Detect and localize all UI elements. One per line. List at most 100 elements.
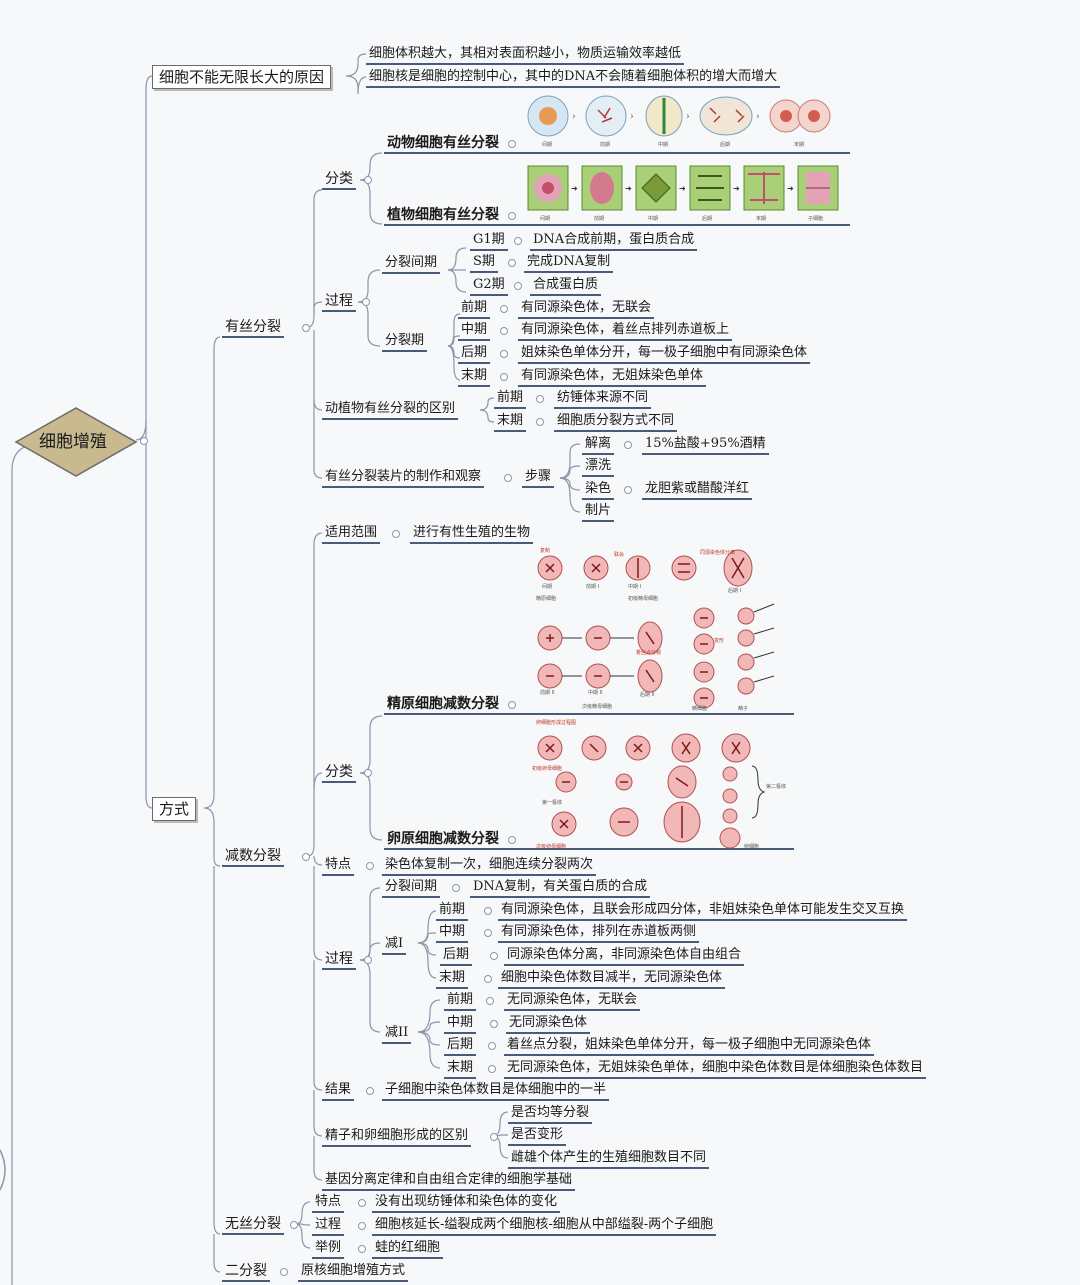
m2-phase-2-name: 中期: [444, 1014, 477, 1034]
amitosis-2-dot[interactable]: [358, 1222, 366, 1230]
g1-dot[interactable]: [514, 237, 522, 245]
egg-meiosis-dot[interactable]: [508, 836, 516, 844]
m2-phase-1-dot[interactable]: [486, 997, 494, 1005]
plant-cap-5: 末期: [756, 215, 766, 222]
sperm-meiosis-dot[interactable]: [508, 701, 516, 709]
m2-phase-3-desc: 着丝点分裂，姐妹染色单体分开，每一极子细胞中无同源染色体: [504, 1036, 875, 1056]
sperm-meiosis-image: 复制 联会 同源染色体分离 间期 前期 I 中期 I 后期 I 精原细胞 初级精…: [536, 547, 775, 712]
div-phase-2-desc: 有同源染色体，着丝点排列赤道板上: [518, 321, 733, 341]
meiosis-process-dot[interactable]: [364, 956, 372, 964]
m1-phase-1-dot[interactable]: [484, 907, 492, 915]
animal-cell-prophase: [585, 95, 627, 137]
scope-dot[interactable]: [392, 530, 400, 538]
slide-dot[interactable]: [504, 474, 512, 482]
animal-cap-4: 后期: [720, 141, 730, 148]
animal-cell-anaphase: [699, 96, 753, 136]
diff-2-name: 末期: [494, 412, 527, 432]
animal-cap-5: 末期: [794, 141, 804, 148]
meiosis-process[interactable]: 过程: [322, 950, 356, 970]
step-3-name: 染色: [582, 480, 615, 500]
sperm-egg-diff-label[interactable]: 精子和卵细胞形成的区别: [322, 1127, 472, 1147]
m2-phase-3-dot[interactable]: [488, 1042, 496, 1050]
meiosis-feature-desc: 染色体复制一次，细胞连续分裂两次: [382, 856, 597, 876]
steps-label[interactable]: 步骤: [522, 468, 555, 488]
animal-cap-2: 前期: [600, 141, 610, 148]
sperm-egg-diff-1: 是否均等分裂: [508, 1104, 593, 1124]
plant-mitosis-label: 植物细胞有丝分裂: [384, 206, 850, 226]
feature-dot[interactable]: [366, 862, 374, 870]
reasons-node[interactable]: 细胞不能无限长大的原因: [152, 65, 332, 89]
meiosis-classify-dot[interactable]: [364, 769, 372, 777]
svg-text:卵细胞: 卵细胞: [744, 843, 759, 850]
mitosis-division[interactable]: 分裂期: [382, 332, 428, 352]
div-phase-1-dot[interactable]: [500, 305, 508, 313]
svg-text:›: ›: [630, 112, 634, 122]
s-dot[interactable]: [508, 259, 516, 267]
mitosis-node[interactable]: 有丝分裂: [222, 318, 284, 338]
scope-label[interactable]: 适用范围: [322, 524, 381, 544]
sperm-egg-diff-dot[interactable]: [490, 1133, 498, 1141]
amitosis-node[interactable]: 无丝分裂: [222, 1215, 284, 1235]
svg-text:着丝点分裂: 着丝点分裂: [636, 649, 661, 656]
svg-text:前期 II: 前期 II: [540, 689, 555, 696]
diff-1-dot[interactable]: [536, 395, 544, 403]
svg-text:›: ›: [686, 112, 690, 122]
div-phase-3-dot[interactable]: [500, 350, 508, 358]
meiosis-interphase-label[interactable]: 分裂间期: [382, 878, 441, 898]
div-phase-2-name: 中期: [458, 321, 491, 341]
diff-2-dot[interactable]: [536, 418, 544, 426]
meiosis-node[interactable]: 减数分裂: [222, 847, 284, 867]
mitosis-diff[interactable]: 动植物有丝分裂的区别: [322, 400, 459, 420]
div-phase-2-dot[interactable]: [500, 327, 508, 335]
meiosis-feature-label[interactable]: 特点: [322, 856, 355, 876]
div-phase-4-name: 末期: [458, 367, 491, 387]
div-phase-4-dot[interactable]: [500, 373, 508, 381]
meiosis-classify[interactable]: 分类: [322, 763, 356, 783]
m1-label[interactable]: 减I: [382, 935, 407, 955]
m2-phase-4-name: 末期: [444, 1059, 477, 1079]
binary-dot[interactable]: [280, 1268, 288, 1276]
basis-label[interactable]: 基因分离定律和自由组合定律的细胞学基础: [322, 1171, 576, 1191]
sperm-meiosis-label: 精原细胞减数分裂: [384, 695, 794, 715]
mitosis-collapse-dot[interactable]: [302, 324, 310, 332]
plant-cap-6: 子细胞: [808, 215, 823, 222]
amitosis-3-dot[interactable]: [358, 1245, 366, 1253]
amitosis-1-dot[interactable]: [358, 1199, 366, 1207]
div-phase-1-name: 前期: [458, 299, 491, 319]
m1-phase-4-dot[interactable]: [484, 975, 492, 983]
animal-mitosis-dot[interactable]: [508, 140, 516, 148]
m1-phase-3-dot[interactable]: [490, 952, 498, 960]
reason-item-2: 细胞核是细胞的控制中心，其中的DNA不会随着细胞体积的增大而增大: [366, 68, 781, 88]
process-dot[interactable]: [362, 298, 370, 306]
meiosis-dot[interactable]: [302, 853, 310, 861]
animal-cell-interphase: [527, 95, 569, 137]
step-1-dot[interactable]: [624, 441, 632, 449]
g2-dot[interactable]: [514, 282, 522, 290]
mitosis-process[interactable]: 过程: [322, 292, 356, 312]
mitosis-classify[interactable]: 分类: [322, 170, 356, 190]
step-3-dot[interactable]: [624, 486, 632, 494]
mitosis-interphase[interactable]: 分裂间期: [382, 254, 441, 274]
root-collapse-dot[interactable]: [140, 437, 148, 445]
methods-node[interactable]: 方式: [152, 797, 197, 821]
m2-label[interactable]: 减II: [382, 1024, 412, 1044]
m2-phase-2-dot[interactable]: [490, 1020, 498, 1028]
binary-node[interactable]: 二分裂: [222, 1262, 270, 1282]
m2-phase-4-dot[interactable]: [488, 1065, 496, 1073]
result-dot[interactable]: [366, 1087, 374, 1095]
slide-node[interactable]: 有丝分裂装片的制作和观察: [322, 468, 485, 488]
m1-phase-2-desc: 有同源染色体，排列在赤道板两侧: [498, 923, 700, 943]
m1-phase-2-dot[interactable]: [484, 929, 492, 937]
amitosis-dot[interactable]: [290, 1221, 298, 1229]
svg-text:前期 I: 前期 I: [586, 583, 599, 590]
svg-text:第二极体: 第二极体: [766, 783, 786, 790]
m1-phase-4-name: 末期: [436, 969, 469, 989]
meiosis-interphase-dot[interactable]: [452, 884, 460, 892]
svg-text:后期 II: 后期 II: [640, 691, 655, 698]
classify-collapse-dot[interactable]: [364, 176, 372, 184]
amitosis-2-name: 过程: [312, 1216, 345, 1236]
svg-text:第一极体: 第一极体: [542, 799, 562, 806]
plant-mitosis-dot[interactable]: [508, 212, 516, 220]
result-label[interactable]: 结果: [322, 1081, 355, 1101]
root-node[interactable]: 细胞增殖: [39, 432, 107, 452]
